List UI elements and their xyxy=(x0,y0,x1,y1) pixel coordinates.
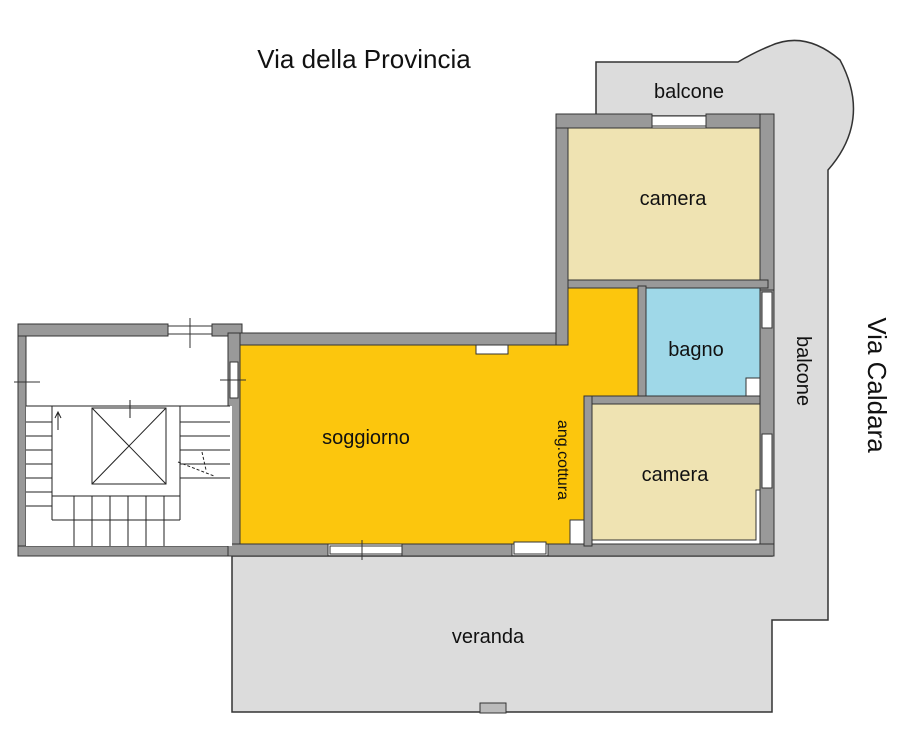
veranda-label: veranda xyxy=(452,626,525,648)
bagno-room xyxy=(645,287,761,397)
windows xyxy=(14,115,773,560)
street-east-label: Via Caldara xyxy=(862,317,892,453)
veranda-area xyxy=(231,39,855,713)
veranda-drain xyxy=(479,702,507,714)
staircase xyxy=(26,400,232,546)
soggiorno-room xyxy=(239,287,639,545)
bagno-label: bagno xyxy=(668,339,724,361)
balcone-north-label: balcone xyxy=(654,81,724,103)
camera-bottom-room xyxy=(591,403,761,541)
ang-cottura-label: ang.cottura xyxy=(554,420,571,500)
camera-top-room xyxy=(567,127,761,281)
stair-steps xyxy=(26,400,230,546)
camera-top-label: camera xyxy=(640,188,708,210)
soggiorno-label: soggiorno xyxy=(322,427,410,449)
balcone-east-label: balcone xyxy=(792,336,814,406)
walls xyxy=(17,113,775,557)
street-north-label: Via della Provincia xyxy=(257,44,471,74)
stair-arrow-icon xyxy=(54,410,62,430)
camera-bottom-label: camera xyxy=(642,464,710,486)
stair-arrow-down-icon xyxy=(177,451,215,477)
